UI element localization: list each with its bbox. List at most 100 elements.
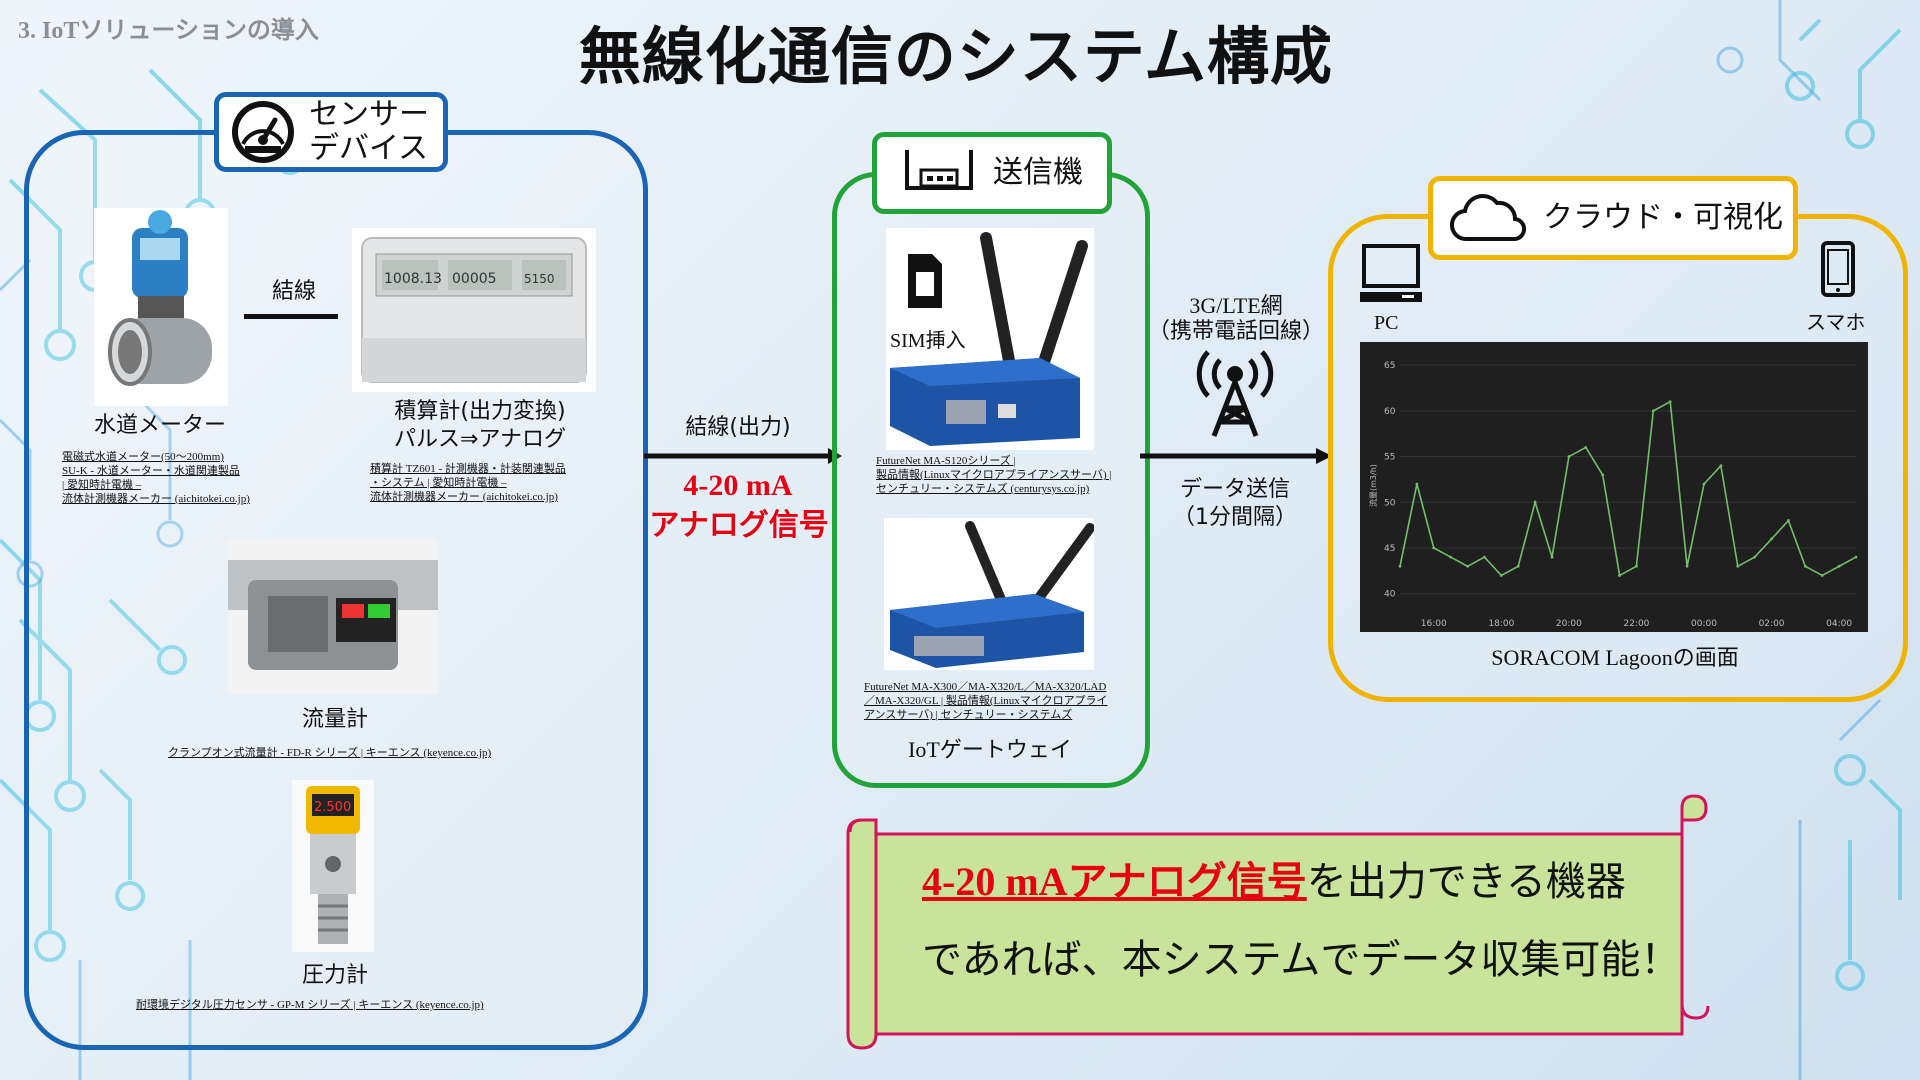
water-meter-link[interactable]: 流体計測機器メーカー (aichitokei.co.jp) [62, 493, 250, 505]
chart-data-point [1787, 519, 1790, 522]
pc-icon [1360, 244, 1422, 302]
chart-x-tick-label: 18:00 [1488, 619, 1514, 629]
router-icon [905, 150, 973, 190]
banner-line-1: 4-20 mAアナログ信号を出力できる機器 [922, 858, 1702, 906]
chart-data-point [1719, 464, 1723, 468]
svg-text:1008.13: 1008.13 [384, 271, 442, 287]
router-1-link[interactable]: 製品情報(Linuxマイクロアプライアンスサーバ) | [876, 469, 1112, 481]
chart-background [1360, 342, 1868, 632]
cloud-tag: クラウド・可視化 [1428, 176, 1798, 260]
arrow-to-transmitter [644, 448, 842, 464]
svg-text:2.500: 2.500 [314, 800, 351, 815]
chart-data-point [1770, 537, 1773, 541]
router-1-image [886, 228, 1094, 450]
sensor-tag-line2: デバイス [309, 131, 429, 166]
water-meter-link[interactable]: SU-K - 水道メーター・水道関連製品 [62, 465, 240, 477]
chart-data-point [1466, 564, 1469, 568]
chart-y-tick-label: 55 [1384, 453, 1395, 463]
svg-text:5150: 5150 [524, 272, 555, 286]
transmitter-tag: 送信機 [872, 132, 1112, 214]
signal-label-2: アナログ信号 [649, 508, 829, 543]
chart-data-point [1736, 564, 1740, 568]
chart-data-point [1618, 574, 1621, 577]
chart-y-tick-label: 65 [1384, 361, 1395, 371]
chart-data-point [1483, 555, 1486, 559]
network-label-2: （携帯電話回線） [1147, 319, 1324, 344]
chart-data-point [1533, 500, 1537, 504]
chart-data-point [1820, 574, 1824, 577]
banner-highlight: 4-20 mAアナログ信号 [922, 859, 1307, 904]
router-2-link[interactable]: FutureNet MA-X300／MA-X320/L／MA-X320/LAD [864, 681, 1107, 693]
chart-data-point [1635, 564, 1638, 568]
lagoon-caption: SORACOM Lagoonの画面 [1491, 645, 1739, 670]
cloud-tag-label: クラウド・可視化 [1543, 200, 1783, 235]
pressure-link[interactable]: 耐環境デジタル圧力センサ - GP-M シリーズ | キーエンス (keyenc… [136, 999, 484, 1011]
sensor-tag-line1: センサー [309, 97, 429, 132]
svg-text:00005: 00005 [452, 271, 497, 287]
scroll-banner [846, 794, 1710, 1050]
section-label: 3. IoTソリューションの導入 [18, 18, 319, 44]
chart-x-tick-label: 00:00 [1691, 619, 1717, 629]
water-meter-link[interactable]: 電磁式水道メーター(50〜200mm) [62, 451, 224, 463]
router-1-link[interactable]: センチュリー・システムズ (centurysys.co.jp) [876, 483, 1090, 495]
totalizer-link[interactable]: 積算計 TZ601 - 計測機器・計装関連製品 [370, 463, 566, 475]
transmitter-tag-label: 送信機 [993, 155, 1083, 190]
router-2-link[interactable]: ／MA-X320/GL | 製品情報(Linuxマイクロアプライ [864, 695, 1108, 707]
chart-data-point [1753, 555, 1757, 559]
pressure-gauge-image: 2.500 [292, 780, 374, 952]
phone-label: スマホ [1806, 310, 1866, 334]
chart-data-point [1702, 482, 1706, 486]
water-meter-links: 電磁式水道メーター(50〜200mm) SU-K - 水道メーター・水道関連製品… [62, 450, 272, 506]
flow-meter-link[interactable]: クランプオン式流量計 - FD-R シリーズ | キーエンス (keyence.… [168, 747, 492, 759]
gateway-label: IoTゲートウェイ [908, 737, 1072, 762]
chart-data-point [1854, 555, 1858, 559]
chart-data-point [1499, 574, 1503, 577]
chart-y-axis-label: 流量(m3/h) [1368, 464, 1378, 507]
totalizer-links: 積算計 TZ601 - 計測機器・計装関連製品 ・システム | 愛知時計電機 –… [370, 462, 590, 504]
signal-label-1: 4-20 mA [683, 469, 793, 502]
totalizer-link[interactable]: ・システム | 愛知時計電機 – [370, 477, 507, 489]
flow-meter-image [228, 540, 438, 694]
router-2-link[interactable]: アンスサーバ) | センチュリー・システムズ [864, 709, 1073, 721]
smartphone-icon [1821, 241, 1855, 297]
page-title: 無線化通信のシステム構成 [578, 20, 1334, 93]
router-1-link[interactable]: FutureNet MA-S120シリーズ | [876, 455, 1016, 467]
chart-data-point [1449, 555, 1453, 559]
pc-label: PC [1374, 312, 1399, 334]
chart-data-point [1668, 400, 1672, 404]
sim-insert-label: SIM挿入 [890, 330, 966, 352]
chart-data-point [1415, 482, 1419, 486]
router-2-image [884, 518, 1094, 670]
network-label-1: 3G/LTE網 [1189, 293, 1283, 318]
chart-data-point [1601, 473, 1605, 477]
pressure-label: 圧力計 [301, 963, 368, 988]
water-meter-link[interactable]: | 愛知時計電機 – [62, 479, 142, 491]
wiring-output-label: 結線(出力) [685, 415, 791, 440]
wiring-label: 結線 [271, 279, 316, 304]
chart-x-tick-label: 02:00 [1759, 619, 1785, 629]
chart-data-point [1685, 564, 1689, 568]
chart-data-point [1550, 555, 1554, 559]
chart-y-tick-label: 45 [1384, 544, 1395, 554]
chart-x-tick-label: 16:00 [1421, 619, 1447, 629]
totalizer-link[interactable]: 流体計測機器メーカー (aichitokei.co.jp) [370, 491, 558, 503]
totalizer-label-2: パルス⇒アナログ [394, 427, 566, 452]
chart-series-line [1399, 400, 1857, 577]
totalizer-label-1: 積算計(出力変換) [394, 399, 566, 424]
chart-y-tick-label: 50 [1384, 498, 1396, 508]
chart-data-point [1432, 546, 1436, 550]
data-interval-label: （1分間隔） [1173, 505, 1297, 530]
chart-data-point [1584, 446, 1588, 449]
sim-card-icon [908, 254, 942, 308]
data-send-label: データ送信 [1179, 477, 1290, 502]
banner-line1-rest: を出力できる機器 [1306, 859, 1626, 905]
water-meter-image [94, 208, 228, 406]
chart-data-point [1516, 564, 1520, 568]
wiring-line [244, 314, 338, 319]
chart-x-tick-label: 04:00 [1826, 619, 1852, 629]
chart-data-point [1837, 564, 1841, 568]
banner-line-2: であれば、本システムでデータ収集可能！ [922, 937, 1681, 983]
chart-data-point [1567, 455, 1571, 458]
sensor-device-tag: センサー デバイス [214, 92, 448, 172]
